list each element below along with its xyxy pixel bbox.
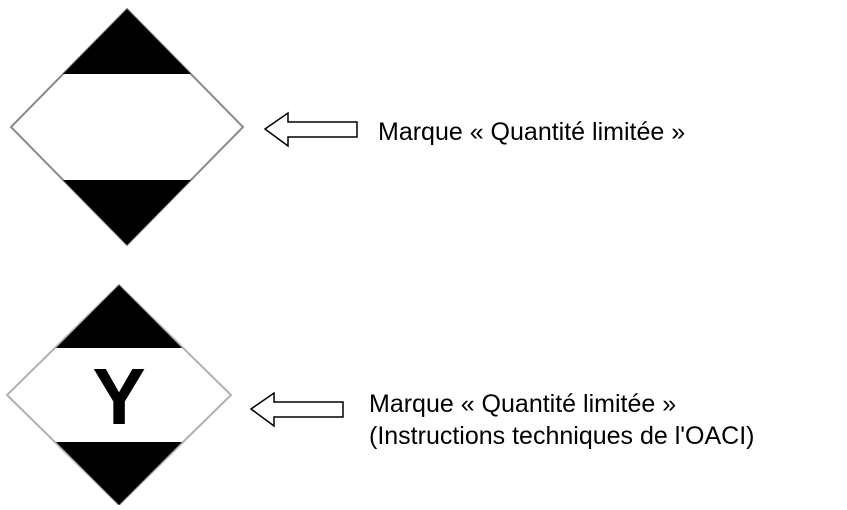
limited-quantity-mark: [9, 7, 245, 247]
mark-caption: Marque « Quantité limitée »: [378, 118, 686, 146]
arrow-left-icon: [263, 111, 358, 148]
y-letter: Y: [92, 352, 145, 441]
diamond-top-black-triangle: [63, 9, 191, 74]
mark-caption-line-1: Marque « Quantité limitée »: [369, 390, 677, 418]
arrow-left-icon: [249, 391, 344, 428]
diamond-bottom-black-triangle: [63, 180, 191, 245]
diamond-top-black-triangle: [56, 285, 182, 348]
limited-quantity-mark-icao: Y: [5, 283, 233, 507]
mark-caption-line-2: (Instructions techniques de l'OACI): [369, 422, 755, 450]
diamond-bottom-black-triangle: [56, 442, 182, 505]
